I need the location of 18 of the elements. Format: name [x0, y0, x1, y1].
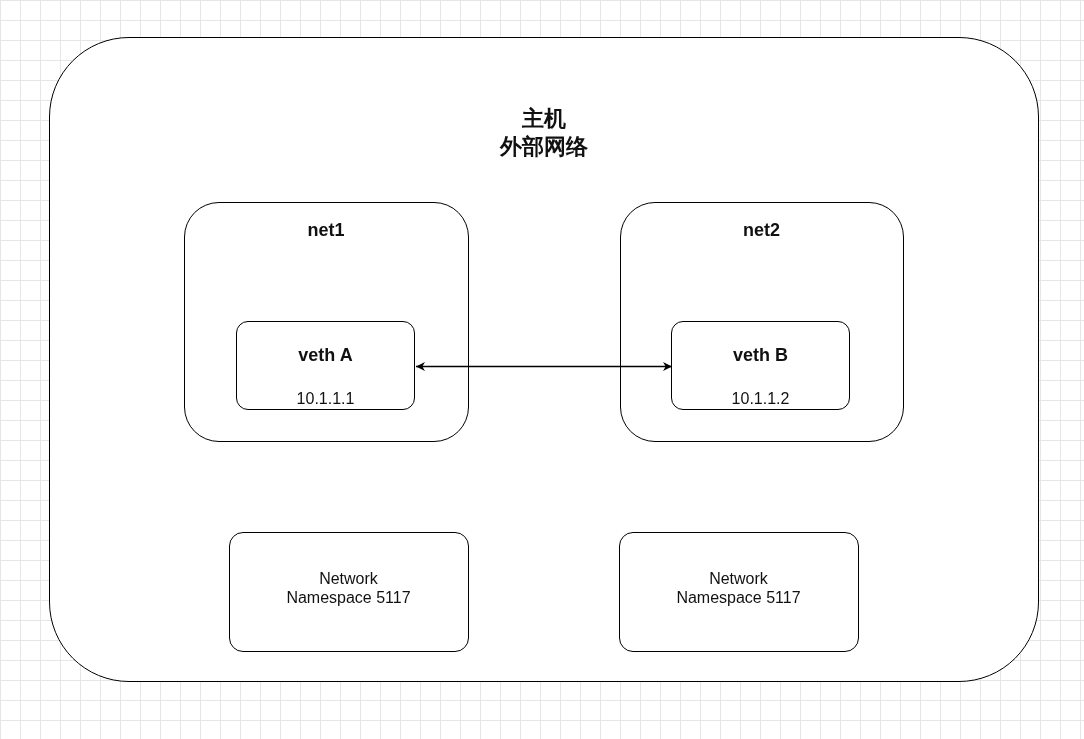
box-heading: veth A	[297, 345, 354, 367]
box-label: Network Namespace 5117	[675, 568, 802, 607]
ip-address: 10.1.1.2	[730, 389, 791, 409]
host-box	[49, 37, 1039, 682]
namespace-box	[619, 201, 904, 442]
interface-box	[236, 321, 415, 410]
double-arrow	[415, 362, 673, 371]
box-heading: veth B	[732, 345, 789, 367]
namespace-box	[183, 201, 469, 442]
box-heading: net1	[306, 219, 346, 242]
box-label: Network Namespace 5117	[285, 568, 412, 607]
subtitle: 外部网络	[498, 134, 589, 161]
ip-address: 10.1.1.1	[295, 389, 356, 409]
namespace-box	[228, 531, 469, 652]
interface-box	[671, 321, 850, 410]
title: 主机	[521, 106, 567, 133]
box-heading: net2	[742, 219, 781, 242]
namespace-box	[618, 531, 859, 652]
